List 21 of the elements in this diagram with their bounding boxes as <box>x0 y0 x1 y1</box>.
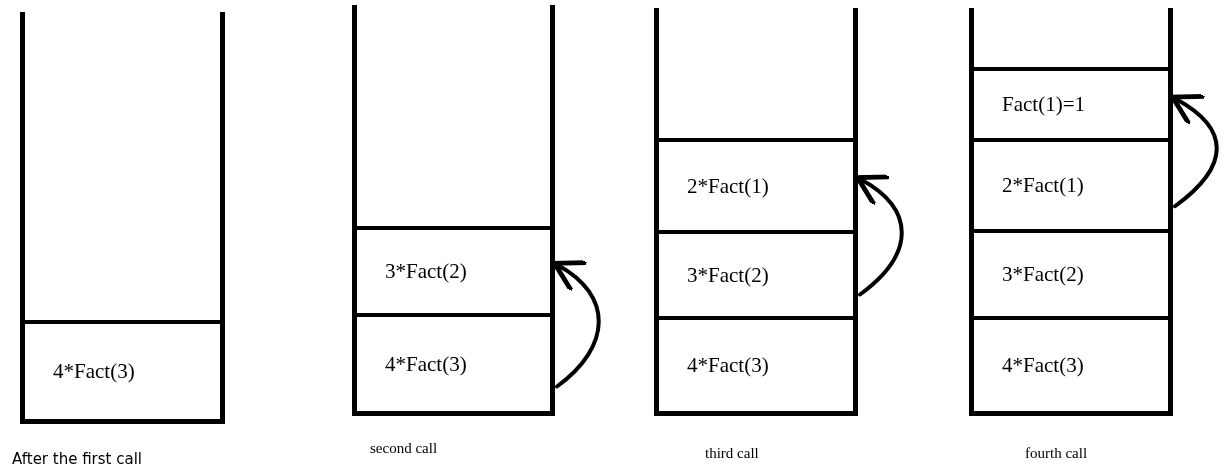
frame-text: 4*Fact(3) <box>687 353 769 378</box>
stack-caption: third call <box>705 445 759 462</box>
curved-arrow <box>552 260 601 389</box>
frame-text: 2*Fact(1) <box>687 173 769 199</box>
frame-text: 2*Fact(1) <box>1002 173 1084 198</box>
stack-container <box>352 5 555 416</box>
frame-text: 3*Fact(2) <box>1002 262 1084 287</box>
curved-arrow <box>1170 94 1219 209</box>
stack-container <box>20 12 225 424</box>
stack-caption: fourth call <box>1025 445 1088 462</box>
frame-text: Fact(1)=1 <box>1002 92 1085 117</box>
curved-arrow <box>855 174 904 297</box>
frame-text: 4*Fact(3) <box>385 351 467 377</box>
stack-caption: After the first call <box>12 450 143 468</box>
stack-container <box>969 8 1173 416</box>
frame-text: 4*Fact(3) <box>1002 353 1084 378</box>
stack-caption: second call <box>370 440 438 457</box>
frame-text: 4*Fact(3) <box>53 359 135 384</box>
stack-container <box>654 8 858 416</box>
frame-text: 3*Fact(2) <box>385 259 467 284</box>
frame-text: 3*Fact(2) <box>687 262 769 288</box>
